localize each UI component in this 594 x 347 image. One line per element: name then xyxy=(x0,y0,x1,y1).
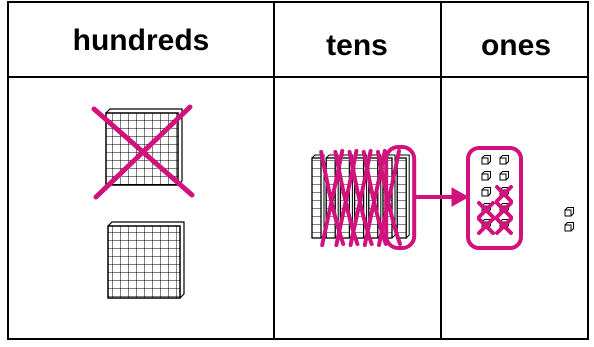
header-tens: tens xyxy=(326,29,388,62)
rod-cells xyxy=(311,157,322,239)
cross-out-stroke xyxy=(495,185,513,203)
cross-out-stroke xyxy=(320,149,345,247)
remaining-one-cube xyxy=(564,222,574,232)
cross-out-stroke xyxy=(93,104,193,200)
table-border xyxy=(7,1,589,340)
tens-area xyxy=(311,145,470,250)
cross-out-stroke xyxy=(377,149,401,247)
cube-cross-out xyxy=(495,201,513,219)
ten-rod xyxy=(311,154,325,239)
ones-area xyxy=(466,146,574,250)
cross-out-stroke xyxy=(348,149,373,247)
one-cube xyxy=(481,187,491,197)
cube-face xyxy=(499,157,507,165)
one-cube xyxy=(481,155,491,165)
rod-cross-out xyxy=(361,149,388,247)
cube-cross-out xyxy=(495,185,513,203)
hundred-flat xyxy=(91,104,195,200)
ones-group-circle xyxy=(466,146,523,250)
cube-face xyxy=(481,157,489,165)
cross-out-stroke xyxy=(477,201,495,219)
rod-cross-out xyxy=(319,149,346,247)
rod-cross-out xyxy=(333,149,360,247)
one-cube xyxy=(499,171,509,181)
regroup-arrow-head xyxy=(451,187,470,207)
cube-face xyxy=(564,209,572,217)
cube-cross-out xyxy=(495,217,513,235)
header-hundreds: hundreds xyxy=(73,24,210,57)
flat-grid xyxy=(107,225,181,299)
cross-out-stroke xyxy=(495,217,513,235)
one-cube xyxy=(481,171,491,181)
one-cube xyxy=(499,155,509,165)
hundred-flat xyxy=(107,221,185,299)
cube-face xyxy=(481,173,489,181)
hundreds-area xyxy=(91,104,195,299)
rod-cross-out xyxy=(347,149,374,247)
remaining-one-cube xyxy=(564,207,574,217)
place-value-table xyxy=(7,1,589,340)
rod-cross-out xyxy=(376,149,402,247)
cross-out-stroke xyxy=(477,217,495,235)
cube-cross-out xyxy=(477,201,495,219)
ten-rod xyxy=(396,154,410,239)
cube-face xyxy=(481,189,489,197)
header-ones: ones xyxy=(481,29,551,62)
rod-cells xyxy=(396,157,407,239)
cube-cross-out xyxy=(477,217,495,235)
cross-out-stroke xyxy=(362,149,387,247)
cross-out-stroke xyxy=(495,201,513,219)
cube-face xyxy=(564,224,572,232)
cross-out-stroke xyxy=(334,149,359,247)
cube-face xyxy=(499,173,507,181)
